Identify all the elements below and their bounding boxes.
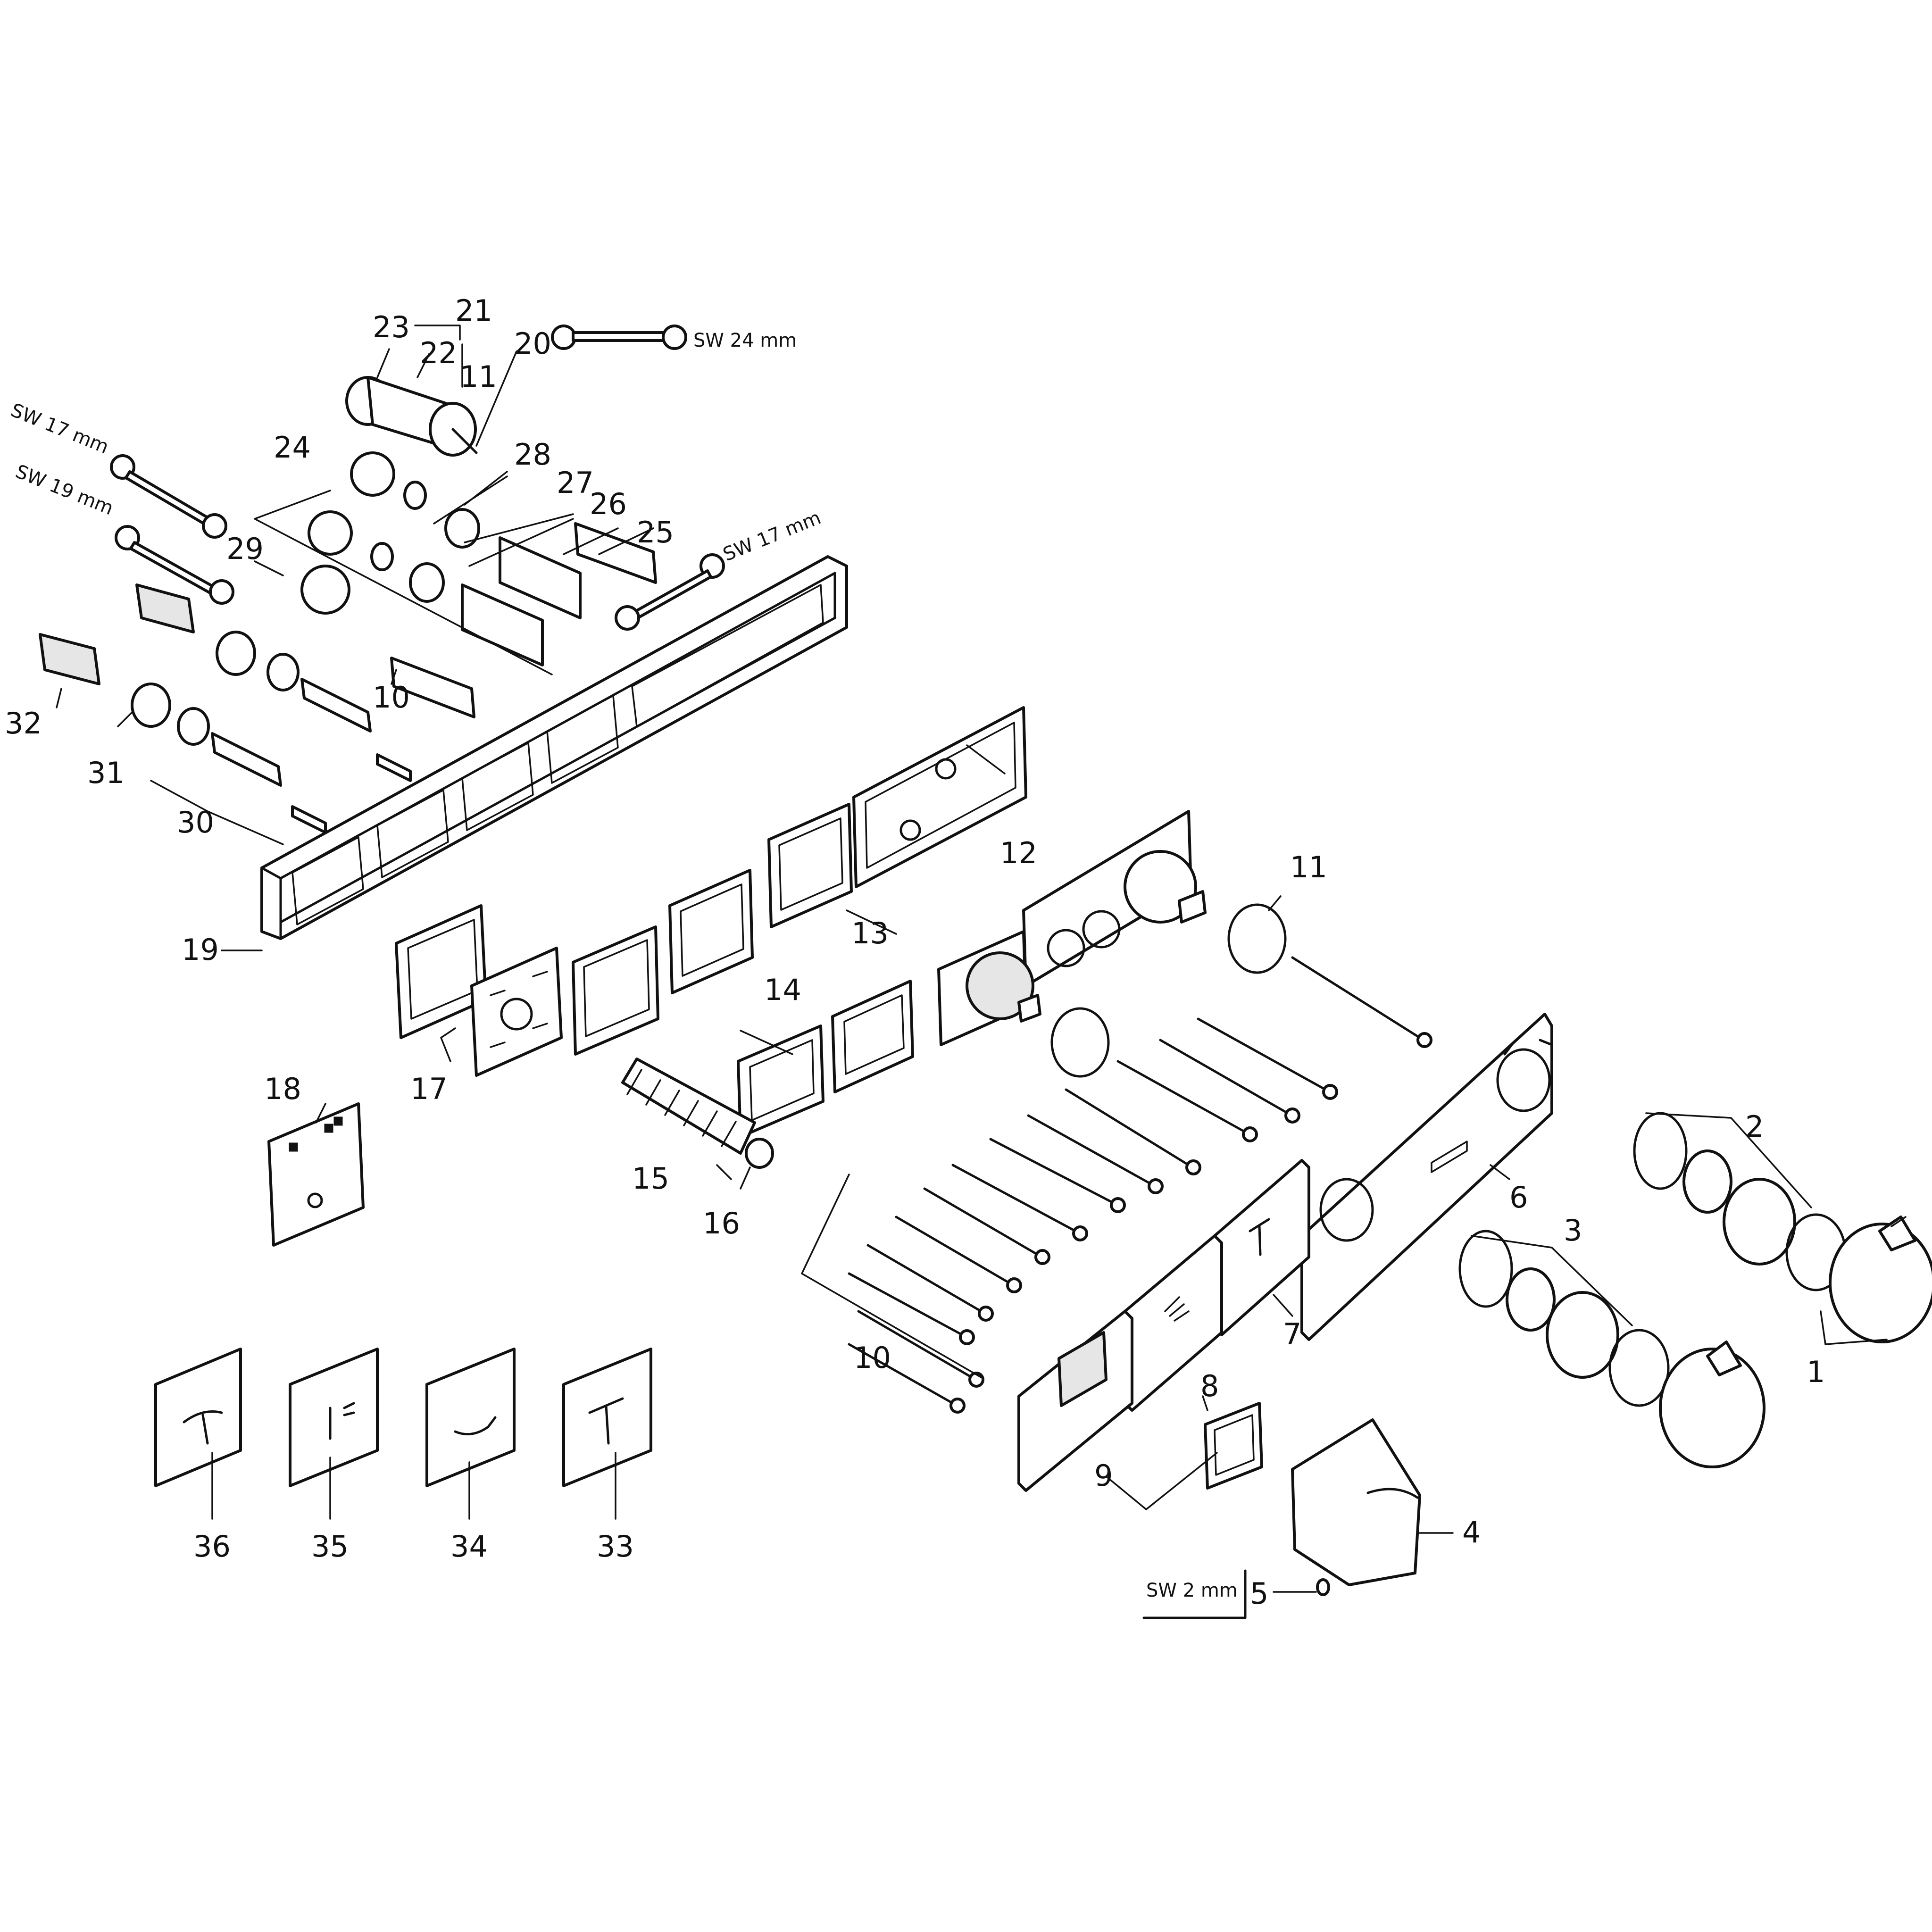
callout-8: 8 [1200, 1369, 1219, 1403]
screws-part-10 [848, 956, 1432, 1414]
callout-18: 18 [264, 1072, 301, 1106]
callout-34: 34 [450, 1529, 488, 1564]
callout-25: 25 [637, 515, 674, 550]
callout-22: 22 [420, 336, 457, 370]
knob-part-3-cap [1659, 1341, 1765, 1468]
callout-12: 12 [1000, 836, 1037, 870]
wrench-sw19 [115, 525, 234, 605]
callout-17: 17 [410, 1072, 448, 1106]
trim-rings-part-3 [1458, 1230, 1670, 1407]
cover-button-part-33 [562, 1348, 652, 1487]
mounting-frame-part-19 [260, 555, 848, 940]
callout-16: 16 [703, 1206, 740, 1241]
knob-part-1 [1829, 1216, 1932, 1343]
stop-valves-part-24-29 [300, 451, 657, 718]
seal-gaskets-part-14 [572, 869, 914, 1138]
callout-31: 31 [87, 756, 125, 790]
wrench-sw24 [551, 325, 687, 350]
callout-1: 1 [1807, 1355, 1825, 1389]
callout-21: 21 [455, 293, 492, 328]
callout-4: 4 [1462, 1515, 1481, 1549]
callout-27: 27 [557, 466, 594, 500]
gasket-part-12 [852, 706, 1027, 888]
callout-5: 5 [1250, 1576, 1268, 1611]
callout-24: 24 [274, 430, 311, 465]
callout-20: 20 [514, 326, 551, 361]
wrench-sw17-left [110, 454, 227, 539]
faceplate-part-6 [1300, 1013, 1553, 1341]
leader-lines [56, 325, 1907, 1593]
callout-19: 19 [182, 933, 219, 967]
tool-label-sw2: SW 2 mm [1146, 1580, 1238, 1601]
gaskets-part-13 [767, 803, 853, 928]
callout-11-cartridge: 11 [460, 359, 497, 394]
thermostat-cartridge-part-21 [345, 376, 478, 457]
button-module-part-9 [1017, 1310, 1263, 1492]
o-rings-part-11 [1050, 903, 1287, 1078]
callout-11-oring: 11 [1290, 850, 1327, 884]
callout-3: 3 [1564, 1213, 1582, 1248]
valve-base-plates [937, 810, 1207, 1046]
button-module-part-7 [1213, 1159, 1310, 1336]
callout-15: 15 [632, 1161, 669, 1196]
callout-29: 29 [226, 532, 264, 566]
callout-30: 30 [177, 805, 214, 840]
extension-sleeve-part-15-16 [621, 1058, 774, 1169]
trim-rings-part-2 [1633, 1112, 1847, 1291]
callout-9: 9 [1094, 1458, 1113, 1493]
callout-35: 35 [311, 1529, 349, 1564]
cover-button-part-34 [425, 1348, 516, 1487]
callout-7: 7 [1283, 1317, 1301, 1351]
fittings-part-30-32 [39, 583, 412, 834]
callout-32: 32 [5, 706, 42, 741]
callout-36: 36 [193, 1529, 231, 1564]
tool-label-sw24: SW 24 mm [693, 330, 797, 351]
cover-button-part-35 [289, 1348, 379, 1487]
gasket-and-plate-part-17 [395, 904, 563, 1077]
tool-label-sw19: SW 19 mm [12, 461, 116, 520]
wrench-sw17-right [615, 553, 725, 631]
callout-2: 2 [1745, 1109, 1764, 1144]
shower-holder-part-4 [1291, 1418, 1421, 1596]
callout-23: 23 [373, 310, 410, 344]
callout-10-right: 10 [854, 1341, 891, 1375]
callout-28: 28 [514, 437, 551, 472]
callout-labels: 1 2 3 4 5 6 7 8 9 10 10 11 11 12 13 14 1… [5, 293, 1825, 1611]
callout-26: 26 [590, 487, 627, 521]
tool-label-sw17-left: SW 17 mm [8, 400, 111, 458]
callout-33: 33 [597, 1529, 634, 1564]
callout-6: 6 [1509, 1180, 1528, 1215]
cover-plate-part-18 [267, 1102, 365, 1247]
cover-button-part-36 [154, 1348, 242, 1487]
callout-10-left: 10 [373, 680, 410, 715]
tool-label-sw17-right: SW 17 mm [720, 507, 824, 566]
hex-key-sw2 [1142, 1569, 1247, 1619]
callout-14: 14 [764, 973, 801, 1007]
callout-13: 13 [851, 916, 889, 950]
